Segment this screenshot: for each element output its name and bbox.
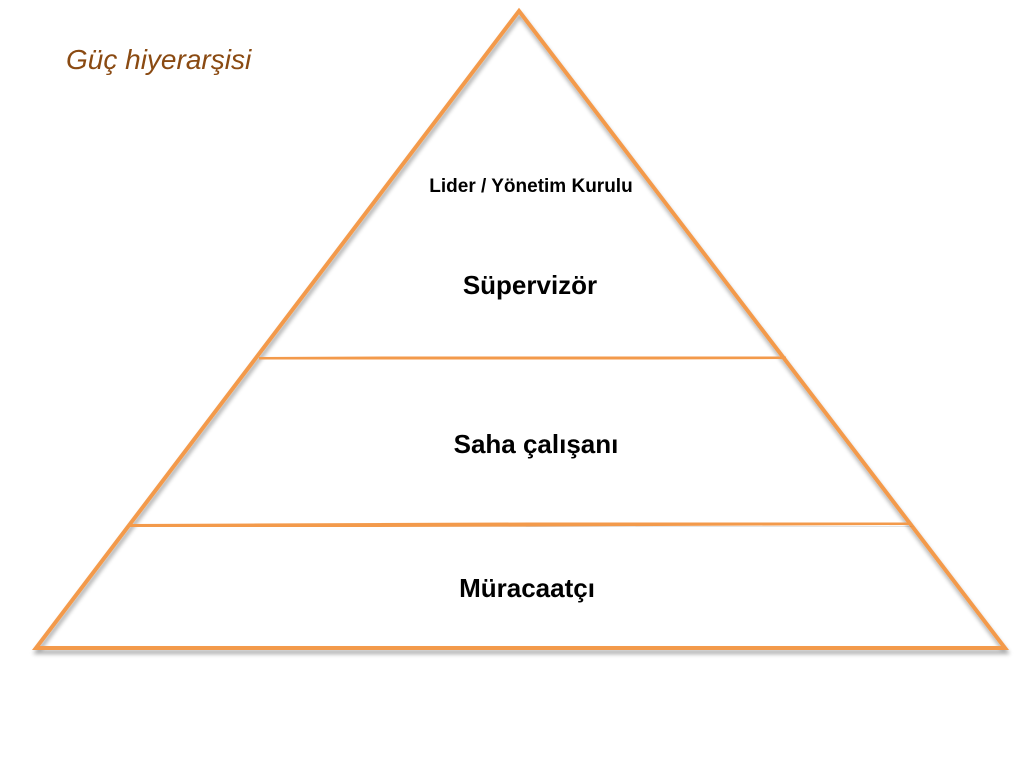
tier-label-leader: Lider / Yönetim Kurulu <box>429 176 632 197</box>
tier-divider <box>258 355 787 361</box>
pyramid-outline <box>31 7 1010 650</box>
tier-label-applicant: Müracaatçı <box>459 573 595 603</box>
tier-divider <box>127 521 911 528</box>
tier-label-supervisor: Süpervizör <box>463 270 597 300</box>
slide-title: Güç hiyerarşisi <box>66 44 252 75</box>
tier-label-field-worker: Saha çalışanı <box>454 429 619 459</box>
